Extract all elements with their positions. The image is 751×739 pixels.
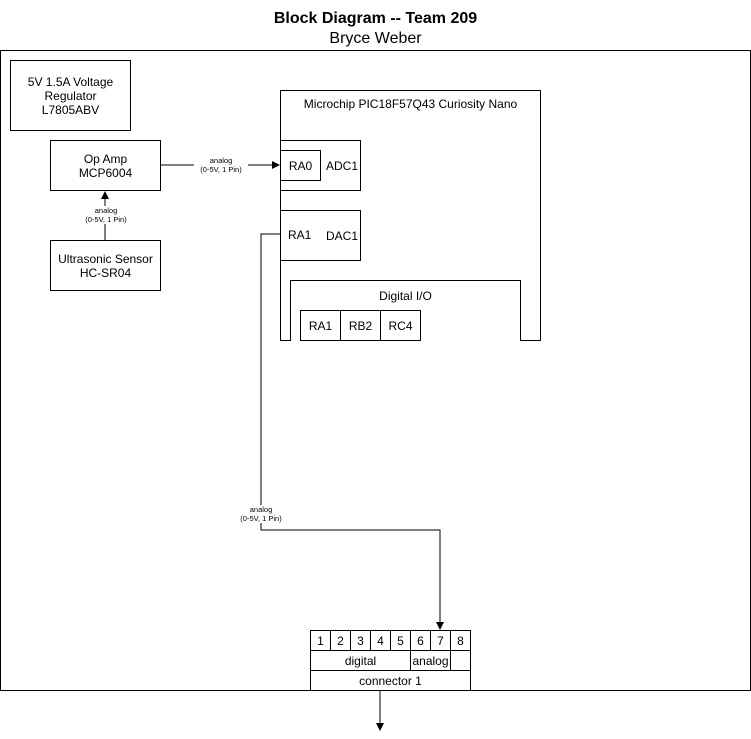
dac-pin-ra1: RA1 (288, 228, 312, 242)
opamp-line2: MCP6004 (78, 165, 133, 180)
link-label-line1: analog (94, 206, 118, 215)
connector-pin-7: 7 (430, 630, 451, 651)
voltage-regulator-block: 5V 1.5A Voltage Regulator L7805ABV (10, 60, 131, 131)
mcu-title: Microchip PIC18F57Q43 Curiosity Nano (303, 97, 518, 111)
sensor-line2: HC-SR04 (79, 265, 132, 280)
link-label-sensor-opamp: analog (0-5V, 1 Pin) (80, 206, 132, 224)
regulator-line2: Regulator (44, 88, 97, 103)
digital-io-title: Digital I/O (379, 289, 432, 303)
connector-pin-8: 8 (450, 630, 471, 651)
dac-label: DAC1 (326, 229, 359, 243)
link-label-dac-connector: analog (0-5V, 1 Pin) (234, 505, 288, 523)
link-label-line2: (0-5V, 1 Pin) (240, 514, 282, 523)
regulator-line1: 5V 1.5A Voltage (27, 74, 114, 89)
connector-name: connector 1 (310, 670, 471, 691)
link-label-opamp-mcu: analog (0-5V, 1 Pin) (194, 156, 248, 174)
link-label-line2: (0-5V, 1 Pin) (85, 215, 127, 224)
connector-digital-group: digital (310, 650, 411, 671)
dio-pin-ra1: RA1 (300, 310, 341, 341)
connector-pin-5: 5 (390, 630, 411, 651)
opamp-line1: Op Amp (83, 151, 128, 166)
adc-label: ADC1 (326, 159, 359, 173)
link-label-line1: analog (249, 505, 273, 514)
connector-analog-group: analog (410, 650, 451, 671)
dio-pin-rc4: RC4 (380, 310, 421, 341)
adc-pin-ra0: RA0 (280, 150, 321, 181)
sensor-line1: Ultrasonic Sensor (58, 251, 153, 266)
connector-pin-1: 1 (310, 630, 331, 651)
wire-dac-to-connector (260, 233, 444, 630)
link-label-line1: analog (209, 156, 233, 165)
connector-pin-3: 3 (350, 630, 371, 651)
link-label-line2: (0-5V, 1 Pin) (200, 165, 242, 174)
dio-pin-rb2: RB2 (340, 310, 381, 341)
dac-group: DAC1 (280, 210, 361, 261)
connector-pin-6: 6 (410, 630, 431, 651)
connector-pin-4: 4 (370, 630, 391, 651)
diagram-subtitle: Bryce Weber (329, 30, 422, 47)
ultrasonic-sensor-block: Ultrasonic Sensor HC-SR04 (50, 240, 161, 291)
opamp-block: Op Amp MCP6004 (50, 140, 161, 191)
regulator-line3: L7805ABV (41, 102, 100, 117)
connector-pin-2: 2 (330, 630, 351, 651)
diagram-title: Block Diagram -- Team 209 (273, 10, 478, 27)
